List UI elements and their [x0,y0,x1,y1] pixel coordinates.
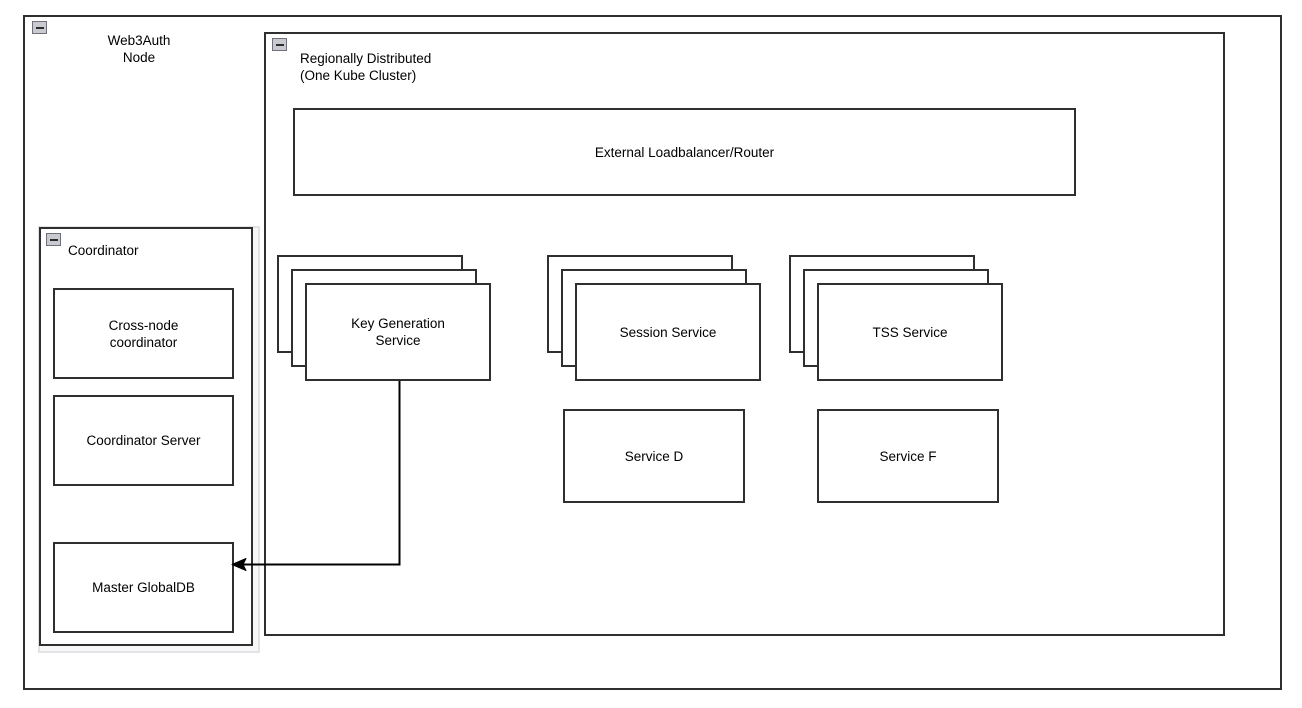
collapse-minus-icon-web3auth-node[interactable] [32,21,47,34]
box-master-globaldb[interactable]: Master GlobalDB [53,542,234,633]
stack-layer-front[interactable]: Session Service [575,283,761,381]
collapse-minus-icon-coordinator[interactable] [46,233,61,246]
box-label-master-globaldb: Master GlobalDB [92,580,195,595]
stack-layer-front[interactable]: Key Generation Service [305,283,491,381]
box-service-d[interactable]: Service D [563,409,745,503]
box-label-coordinator-server: Coordinator Server [86,433,201,448]
box-label-tss-service: TSS Service [872,324,948,340]
box-coordinator-server[interactable]: Coordinator Server [53,395,234,486]
box-label-service-f: Service F [879,448,937,464]
box-label-session-service: Session Service [619,324,717,340]
stack-session-service[interactable]: Session Service [547,255,761,381]
box-label-external-loadbalancer: External Loadbalancer/Router [594,144,775,160]
box-label-service-d: Service D [624,448,684,464]
box-label-cross-node-coordinator: Cross-node coordinator [108,317,179,350]
stack-layer-front[interactable]: TSS Service [817,283,1003,381]
stack-key-generation-service[interactable]: Key Generation Service [277,255,491,381]
box-service-f[interactable]: Service F [817,409,999,503]
stack-tss-service[interactable]: TSS Service [789,255,1003,381]
box-label-key-generation-service: Key Generation Service [351,316,445,348]
container-label-web3auth-node: Web3Auth Node [107,33,171,65]
collapse-minus-icon-kube-cluster[interactable] [272,38,287,51]
container-label-coordinator: Coordinator [68,243,139,258]
box-cross-node-coordinator[interactable]: Cross-node coordinator [53,288,234,379]
container-label-kube-cluster: Regionally Distributed (One Kube Cluster… [300,51,432,83]
box-external-loadbalancer[interactable]: External Loadbalancer/Router [293,108,1076,196]
